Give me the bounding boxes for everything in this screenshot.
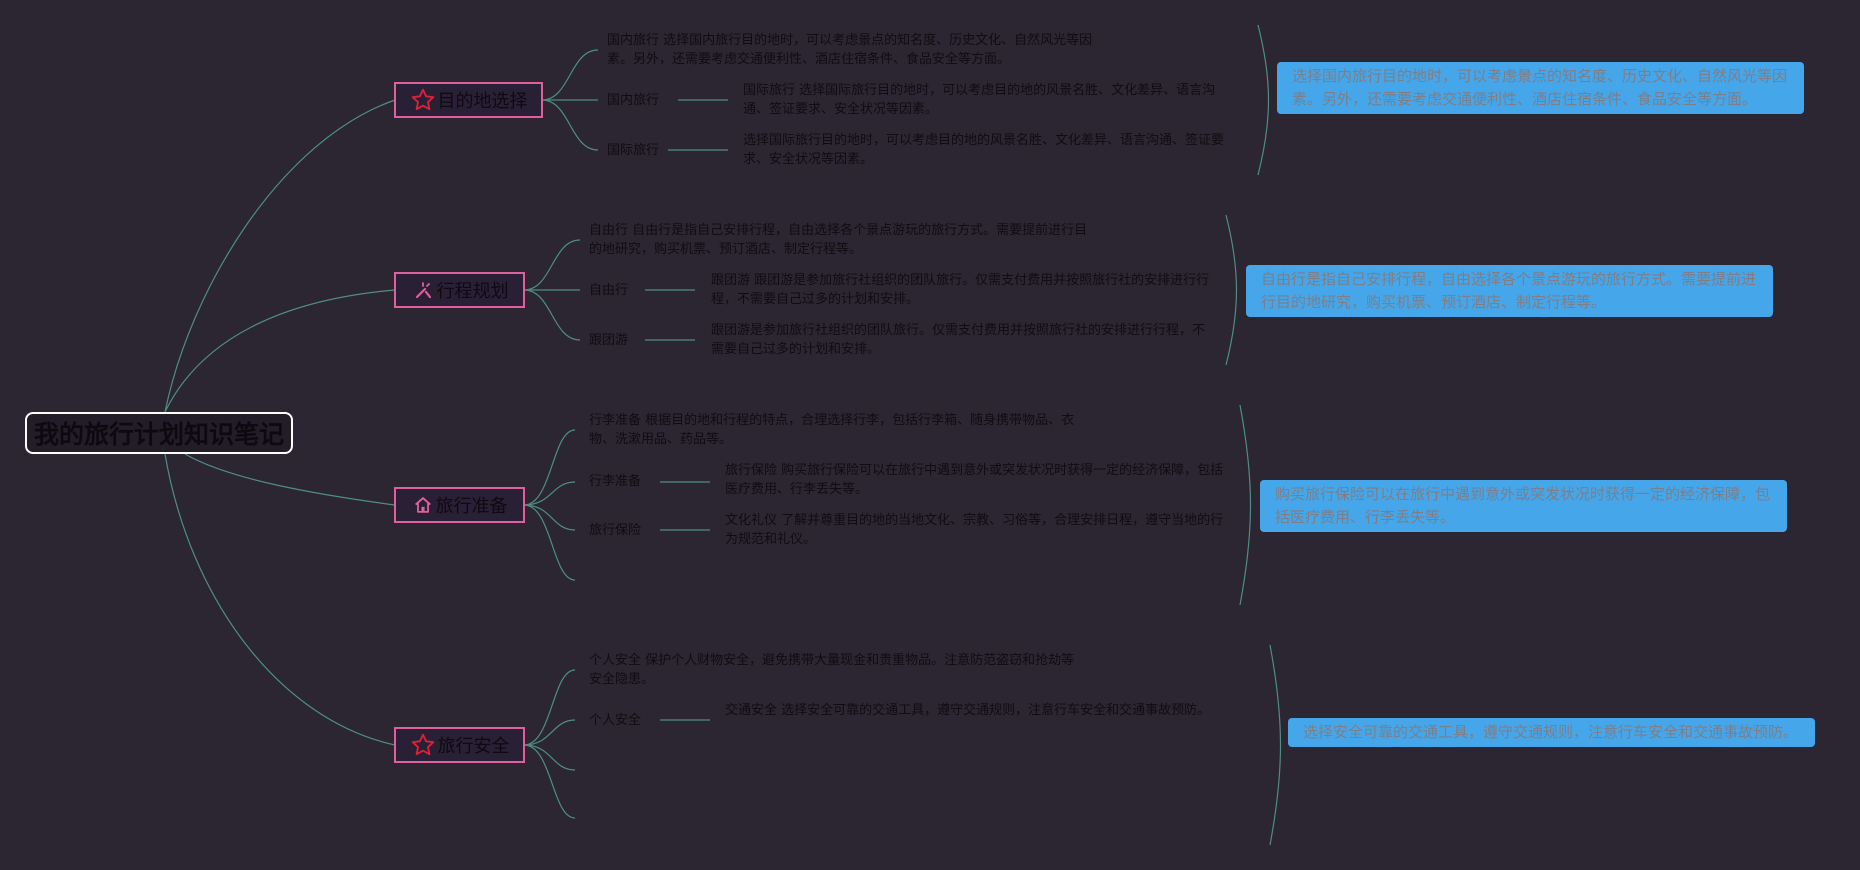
branch-itinerary[interactable]: 行程规划 (394, 272, 525, 308)
summary-note[interactable]: 选择安全可靠的交通工具，遵守交通规则，注意行车安全和交通事故预防。 (1288, 718, 1815, 747)
sub-item-label[interactable]: 自由行 (589, 283, 629, 298)
summary-note[interactable]: 自由行是指自己安排行程，自由选择各个景点游玩的旅行方式。需要提前进行目的地研究，… (1246, 265, 1773, 317)
sub-item-text: 国际旅行 选择国际旅行目的地时，可以考虑目的地的风景名胜、文化差异、语言沟通、签… (743, 83, 1216, 117)
sub-item-text: 跟团游是参加旅行社组织的团队旅行。仅需支付费用并按照旅行社的安排进行行程，不需要… (711, 323, 1206, 357)
sub-item-label[interactable]: 跟团游 (589, 333, 629, 348)
summary-note[interactable]: 购买旅行保险可以在旅行中遇到意外或突发状况时获得一定的经济保障，包括医疗费用、行… (1260, 480, 1787, 532)
summary-note[interactable]: 选择国内旅行目的地时，可以考虑景点的知名度、历史文化、自然风光等因素。另外，还需… (1277, 62, 1804, 114)
home-icon (412, 494, 434, 516)
sub-item-text: 旅行保险 购买旅行保险可以在旅行中遇到意外或突发状况时获得一定的经济保障，包括医… (725, 463, 1224, 497)
branch-label: 旅行安全 (437, 736, 510, 757)
branch-lead-text: 个人安全 保护个人财物安全，避免携带大量现金和贵重物品。注意防范盗窃和抢劫等安全… (589, 653, 1075, 687)
star-icon (410, 732, 436, 758)
branch-label: 目的地选择 (437, 91, 528, 112)
star-icon (410, 87, 436, 113)
branch-label: 行程规划 (436, 281, 509, 302)
sub-item-label[interactable]: 个人安全 (589, 713, 642, 728)
branch-label: 旅行准备 (435, 496, 508, 517)
sub-item-text: 交通安全 选择安全可靠的交通工具，遵守交通规则，注意行车安全和交通事故预防。 (725, 703, 1211, 718)
root-topic[interactable]: 我的旅行计划知识笔记 (25, 412, 293, 454)
branch-preparation[interactable]: 旅行准备 (394, 487, 525, 523)
sub-item-text: 跟团游 跟团游是参加旅行社组织的团队旅行。仅需支付费用并按照旅行社的安排进行行程… (711, 273, 1210, 307)
sub-item-label[interactable]: 国内旅行 (607, 93, 660, 108)
branch-lead-text: 自由行 自由行是指自己安排行程，自由选择各个景点游玩的旅行方式。需要提前进行目的… (589, 223, 1088, 257)
branch-lead-text: 行李准备 根据目的地和行程的特点，合理选择行李，包括行李箱、随身携带物品、衣物、… (589, 413, 1075, 447)
branch-safety[interactable]: 旅行安全 (394, 727, 525, 763)
sub-item-text: 文化礼仪 了解并尊重目的地的当地文化、宗教、习俗等，合理安排日程，遵守当地的行为… (725, 513, 1224, 547)
magic-wand-icon (411, 278, 435, 302)
sub-item-label[interactable]: 行李准备 (589, 474, 642, 489)
branch-lead-text: 国内旅行 选择国内旅行目的地时，可以考虑景点的知名度、历史文化、自然风光等因素。… (607, 33, 1093, 67)
sub-item-text: 选择国际旅行目的地时，可以考虑目的地的风景名胜、文化差异、语言沟通、签证要求、安… (743, 133, 1225, 167)
sub-item-label[interactable]: 旅行保险 (589, 523, 642, 538)
sub-item-label[interactable]: 国际旅行 (607, 143, 660, 158)
branch-destination[interactable]: 目的地选择 (394, 82, 543, 118)
